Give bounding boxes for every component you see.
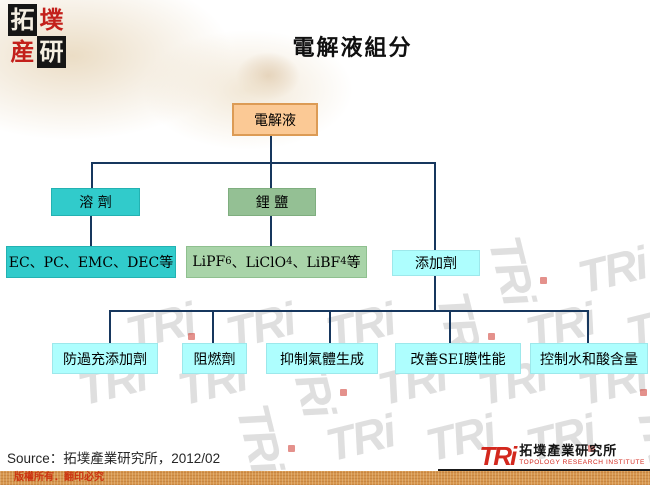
tri-logo-abbr: TRi (479, 441, 517, 471)
node-flame-retardant: 阻燃劑 (182, 343, 247, 374)
connector-salt-detail-drop (270, 216, 272, 246)
page-title: 電解液組分 (292, 35, 413, 61)
salt-text-part: 、LiClO (231, 255, 287, 271)
source-note: Source：拓墣產業研究所，2012/02 (7, 451, 221, 466)
topology-seal-logo: 拓 墣 産 研 (8, 4, 66, 68)
node-electrolyte: 電解液 (232, 103, 318, 136)
node-solvent-examples: EC、PC、EMC、DEC等 (6, 246, 176, 278)
tri-logo-en: TOPOLOGY RESEARCH INSTITUTE (519, 459, 645, 466)
connector-salt-drop (270, 162, 272, 188)
node-anti-overcharge-additive: 防過充添加劑 (52, 343, 158, 374)
footer-bar: 版權所有．翻印必究 (0, 471, 650, 485)
node-solvent: 溶 劑 (51, 188, 140, 216)
connector-add1-drop (109, 310, 111, 343)
node-lithium-salt: 鋰 鹽 (228, 188, 316, 216)
salt-text-part: LiPF (192, 254, 226, 270)
connector-additive-drop (434, 162, 436, 252)
connector-solvent-drop (91, 162, 93, 188)
connector-add3-drop (329, 310, 331, 343)
tri-logo-rule (438, 469, 650, 471)
connector-add4-drop (449, 310, 451, 343)
connector-add2-drop (212, 310, 214, 343)
tri-logo: TRi 拓墣產業研究所 TOPOLOGY RESEARCH INSTITUTE (479, 441, 645, 471)
node-additive: 添加劑 (392, 250, 480, 276)
salt-text-part: 、LiBF (292, 255, 341, 271)
connector-root-stem (270, 136, 272, 163)
connector-level3-bar (110, 310, 589, 312)
seal-char-2: 墣 (39, 5, 64, 34)
connector-solvent-detail-drop (90, 216, 92, 246)
connector-additive-stem (434, 276, 436, 311)
map-texture (0, 0, 400, 200)
salt-text-part: 等 (346, 255, 361, 271)
seal-char-3: 産 (10, 37, 35, 66)
tri-logo-cjk: 拓墣產業研究所 (519, 444, 618, 459)
node-gas-suppression: 抑制氣體生成 (266, 343, 378, 374)
copyright-text: 版權所有．翻印必究 (14, 472, 104, 483)
connector-level1-bar (92, 162, 436, 164)
node-sei-improvement: 改善SEI膜性能 (395, 343, 521, 374)
connector-add5-drop (587, 310, 589, 343)
node-moisture-acid-control: 控制水和酸含量 (530, 343, 648, 374)
seal-char-4: 研 (37, 36, 66, 68)
seal-char-1: 拓 (8, 4, 37, 36)
